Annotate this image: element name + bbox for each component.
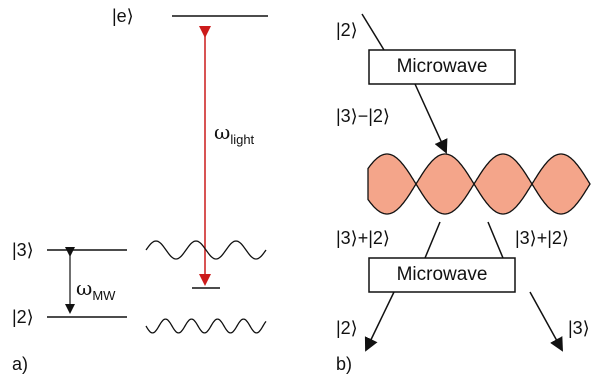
label-after-first-pulse: |3⟩−|2⟩ [336,106,390,126]
microwave-label-top: Microwave [369,56,515,78]
left-arm-line [425,222,440,258]
label-omega-mw: ωMW [76,278,115,301]
beam-to-lattice-arrow [415,84,446,152]
omega-mw-symbol: ω [76,276,92,300]
label-level-2: |2⟩ [12,307,34,327]
microwave-label-bottom: Microwave [369,264,515,286]
wave-lower [146,319,266,333]
label-output-right: |3⟩ [568,318,590,338]
omega-light-subscript: light [230,132,254,147]
omega-light-symbol: ω [214,120,230,144]
optical-lattice [368,154,590,214]
panel-b-tag: b) [336,354,352,374]
label-level-e: |e⟩ [112,6,134,26]
label-omega-light: ωlight [214,122,254,145]
output-right-arrow [530,292,562,350]
label-input-state: |2⟩ [336,20,358,40]
output-left-arrow [366,292,394,350]
omega-mw-subscript: MW [92,288,115,303]
right-arm-line [488,222,503,258]
label-right-arm: |3⟩+|2⟩ [515,228,569,248]
input-beam-line [362,14,384,50]
label-output-left: |2⟩ [336,318,358,338]
label-level-3: |3⟩ [12,240,34,260]
panel-a-tag: a) [12,354,28,374]
wave-upper [146,241,266,259]
label-left-arm: |3⟩+|2⟩ [336,228,390,248]
